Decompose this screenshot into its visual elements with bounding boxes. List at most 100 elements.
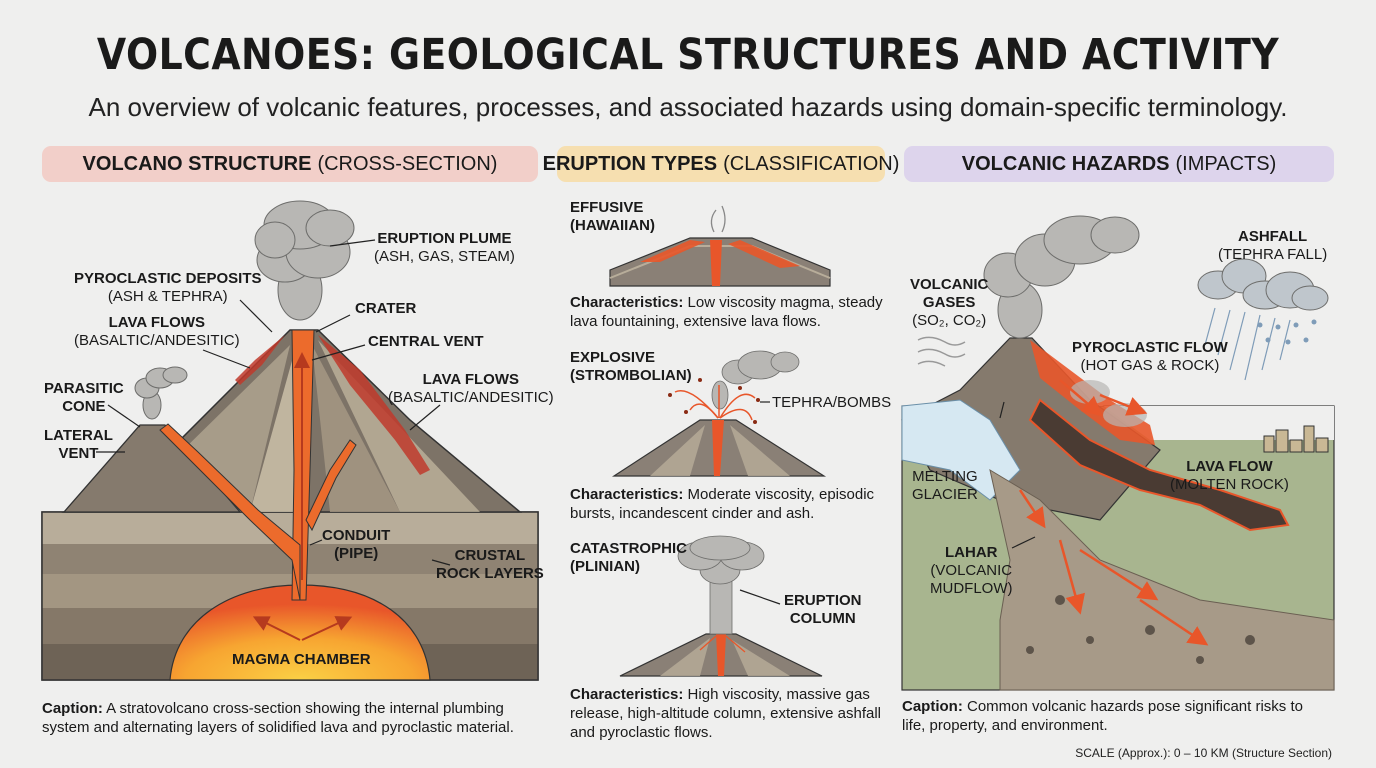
caption-label: Caption: [42,700,103,717]
label-tephra-bombs: TEPHRA/BOMBS [772,394,891,412]
label-title: CRATER [355,300,417,317]
label-sub: (BASALTIC/ANDESITIC) [74,332,240,349]
label-line: PARASITIC [44,380,124,397]
scale-note: SCALE (Approx.): 0 – 10 KM (Structure Se… [1075,746,1332,760]
label-line: COLUMN [789,610,856,627]
char-label: Characteristics: [570,686,684,703]
lahar-mudflow [989,468,1335,691]
effusive-volcano [609,205,831,287]
label-lava-flows-right: LAVA FLOWS (BASALTIC/ANDESITIC) [388,371,554,407]
caption-text: A stratovolcano cross-section showing th… [42,700,514,736]
label-crater: CRATER [355,300,416,318]
eruption-type-2-title: EXPLOSIVE (STROMBOLIAN) [570,349,692,385]
eruption-type-1-characteristics: Characteristics: Low viscosity magma, st… [570,293,890,331]
label-title: CENTRAL VENT [368,333,484,350]
type-line: EXPLOSIVE [570,349,656,366]
eruption-type-2-characteristics: Characteristics: Moderate viscosity, epi… [570,485,890,523]
label-line: (PIPE) [334,545,379,562]
label-title: ERUPTION PLUME [377,230,512,247]
label-title: LAVA FLOW [1186,458,1273,475]
label-line: VOLCANIC [910,276,989,293]
label-line: CONE [62,398,106,415]
label-title: PYROCLASTIC FLOW [1072,339,1228,356]
type-line: (HAWAIIAN) [570,217,655,234]
label-conduit: CONDUIT (PIPE) [322,527,390,563]
label-lava-flows-left: LAVA FLOWS (BASALTIC/ANDESITIC) [74,314,240,350]
label-melting-glacier: MELTING GLACIER [912,468,978,504]
label-line: VENT [58,445,99,462]
section-header-bold: VOLCANIC HAZARDS [961,152,1170,175]
label-ashfall: ASHFALL (TEPHRA FALL) [1218,228,1327,264]
strombolian-volcano [611,350,827,477]
type-line: CATASTROPHIC [570,540,687,557]
section-header-light: (CLASSIFICATION) [723,152,900,175]
label-central-vent: CENTRAL VENT [368,333,484,351]
label-title: LAVA FLOWS [422,371,519,388]
label-sub: (HOT GAS & ROCK) [1080,357,1220,374]
section-header-structure: VOLCANO STRUCTURE(CROSS-SECTION) [42,146,538,182]
label-title: LAVA FLOWS [108,314,205,331]
section-header-light: (IMPACTS) [1175,152,1277,175]
label-parasitic-cone: PARASITIC CONE [44,380,124,416]
char-label: Characteristics: [570,294,684,311]
label-line: CONDUIT [322,527,391,544]
label-sub: (SO₂, CO₂) [912,312,987,329]
section-header-bold: VOLCANO STRUCTURE [82,152,312,175]
label-title: LAHAR [945,544,998,561]
hazards-caption: Caption: Common volcanic hazards pose si… [902,697,1322,735]
char-text: High viscosity, massive gas release, hig… [570,686,882,741]
eruption-plume [254,200,355,321]
plinian-volcano [619,535,823,677]
section-header-hazards: VOLCANIC HAZARDS(IMPACTS) [904,146,1334,182]
section-header-light: (CROSS-SECTION) [317,152,498,175]
magma-conduit [159,329,357,601]
label-title: ASHFALL [1238,228,1308,245]
village-buildings [1263,425,1329,453]
label-lateral-vent: LATERAL VENT [44,427,113,463]
eruption-type-1-title: EFFUSIVE (HAWAIIAN) [570,199,655,235]
label-lava-flow: LAVA FLOW (MOLTEN ROCK) [1170,458,1289,494]
lava-flow [1028,398,1290,532]
label-pyroclastic-deposits: PYROCLASTIC DEPOSITS (ASH & TEPHRA) [74,270,262,306]
label-sub: MUDFLOW) [930,580,1013,597]
structure-caption: Caption: A stratovolcano cross-section s… [42,699,552,737]
eruption-type-3-title: CATASTROPHIC (PLINIAN) [570,540,687,576]
label-line: CRUSTAL [454,547,526,564]
char-text: Low viscosity magma, steady lava fountai… [570,294,883,330]
label-sub: (TEPHRA FALL) [1218,246,1328,263]
label-volcanic-gases: VOLCANIC GASES (SO₂, CO₂) [910,276,988,330]
label-sub: (MOLTEN ROCK) [1170,476,1289,493]
label-line: ROCK LAYERS [436,565,544,582]
char-text: Moderate viscosity, episodic bursts, inc… [570,486,875,522]
hazard-plume [983,215,1140,339]
type-line: (PLINIAN) [570,558,640,575]
label-pyroclastic-flow: PYROCLASTIC FLOW (HOT GAS & ROCK) [1072,339,1228,375]
label-title: MAGMA CHAMBER [232,651,371,668]
section-header-eruption: ERUPTION TYPES(CLASSIFICATION) [543,146,899,182]
label-crustal-layers: CRUSTAL ROCK LAYERS [436,547,544,583]
label-line: GLACIER [912,486,978,503]
label-sub: (VOLCANIC [930,562,1013,579]
section-header-bold: ERUPTION TYPES [542,152,718,175]
parasitic-cone [62,424,242,513]
label-sub: (BASALTIC/ANDESITIC) [388,389,554,406]
label-line: LATERAL [44,427,113,444]
label-eruption-column: ERUPTION COLUMN [784,592,862,628]
label-lahar: LAHAR (VOLCANIC MUDFLOW) [930,544,1013,598]
page-subtitle: An overview of volcanic features, proces… [88,92,1288,122]
parasitic-plume [134,366,188,420]
label-magma-chamber: MAGMA CHAMBER [232,651,371,669]
type-line: EFFUSIVE [570,199,644,216]
label-line: ERUPTION [784,592,862,609]
label-sub: (ASH, GAS, STEAM) [374,248,515,265]
caption-text: Common volcanic hazards pose significant… [902,698,1303,734]
label-line: MELTING [912,468,978,485]
ashfall-cloud [1197,258,1329,381]
label-eruption-plume: ERUPTION PLUME (ASH, GAS, STEAM) [374,230,515,266]
label-sub: (ASH & TEPHRA) [107,288,228,305]
label-title: PYROCLASTIC DEPOSITS [74,270,262,287]
eruption-type-3-characteristics: Characteristics: High viscosity, massive… [570,685,890,742]
